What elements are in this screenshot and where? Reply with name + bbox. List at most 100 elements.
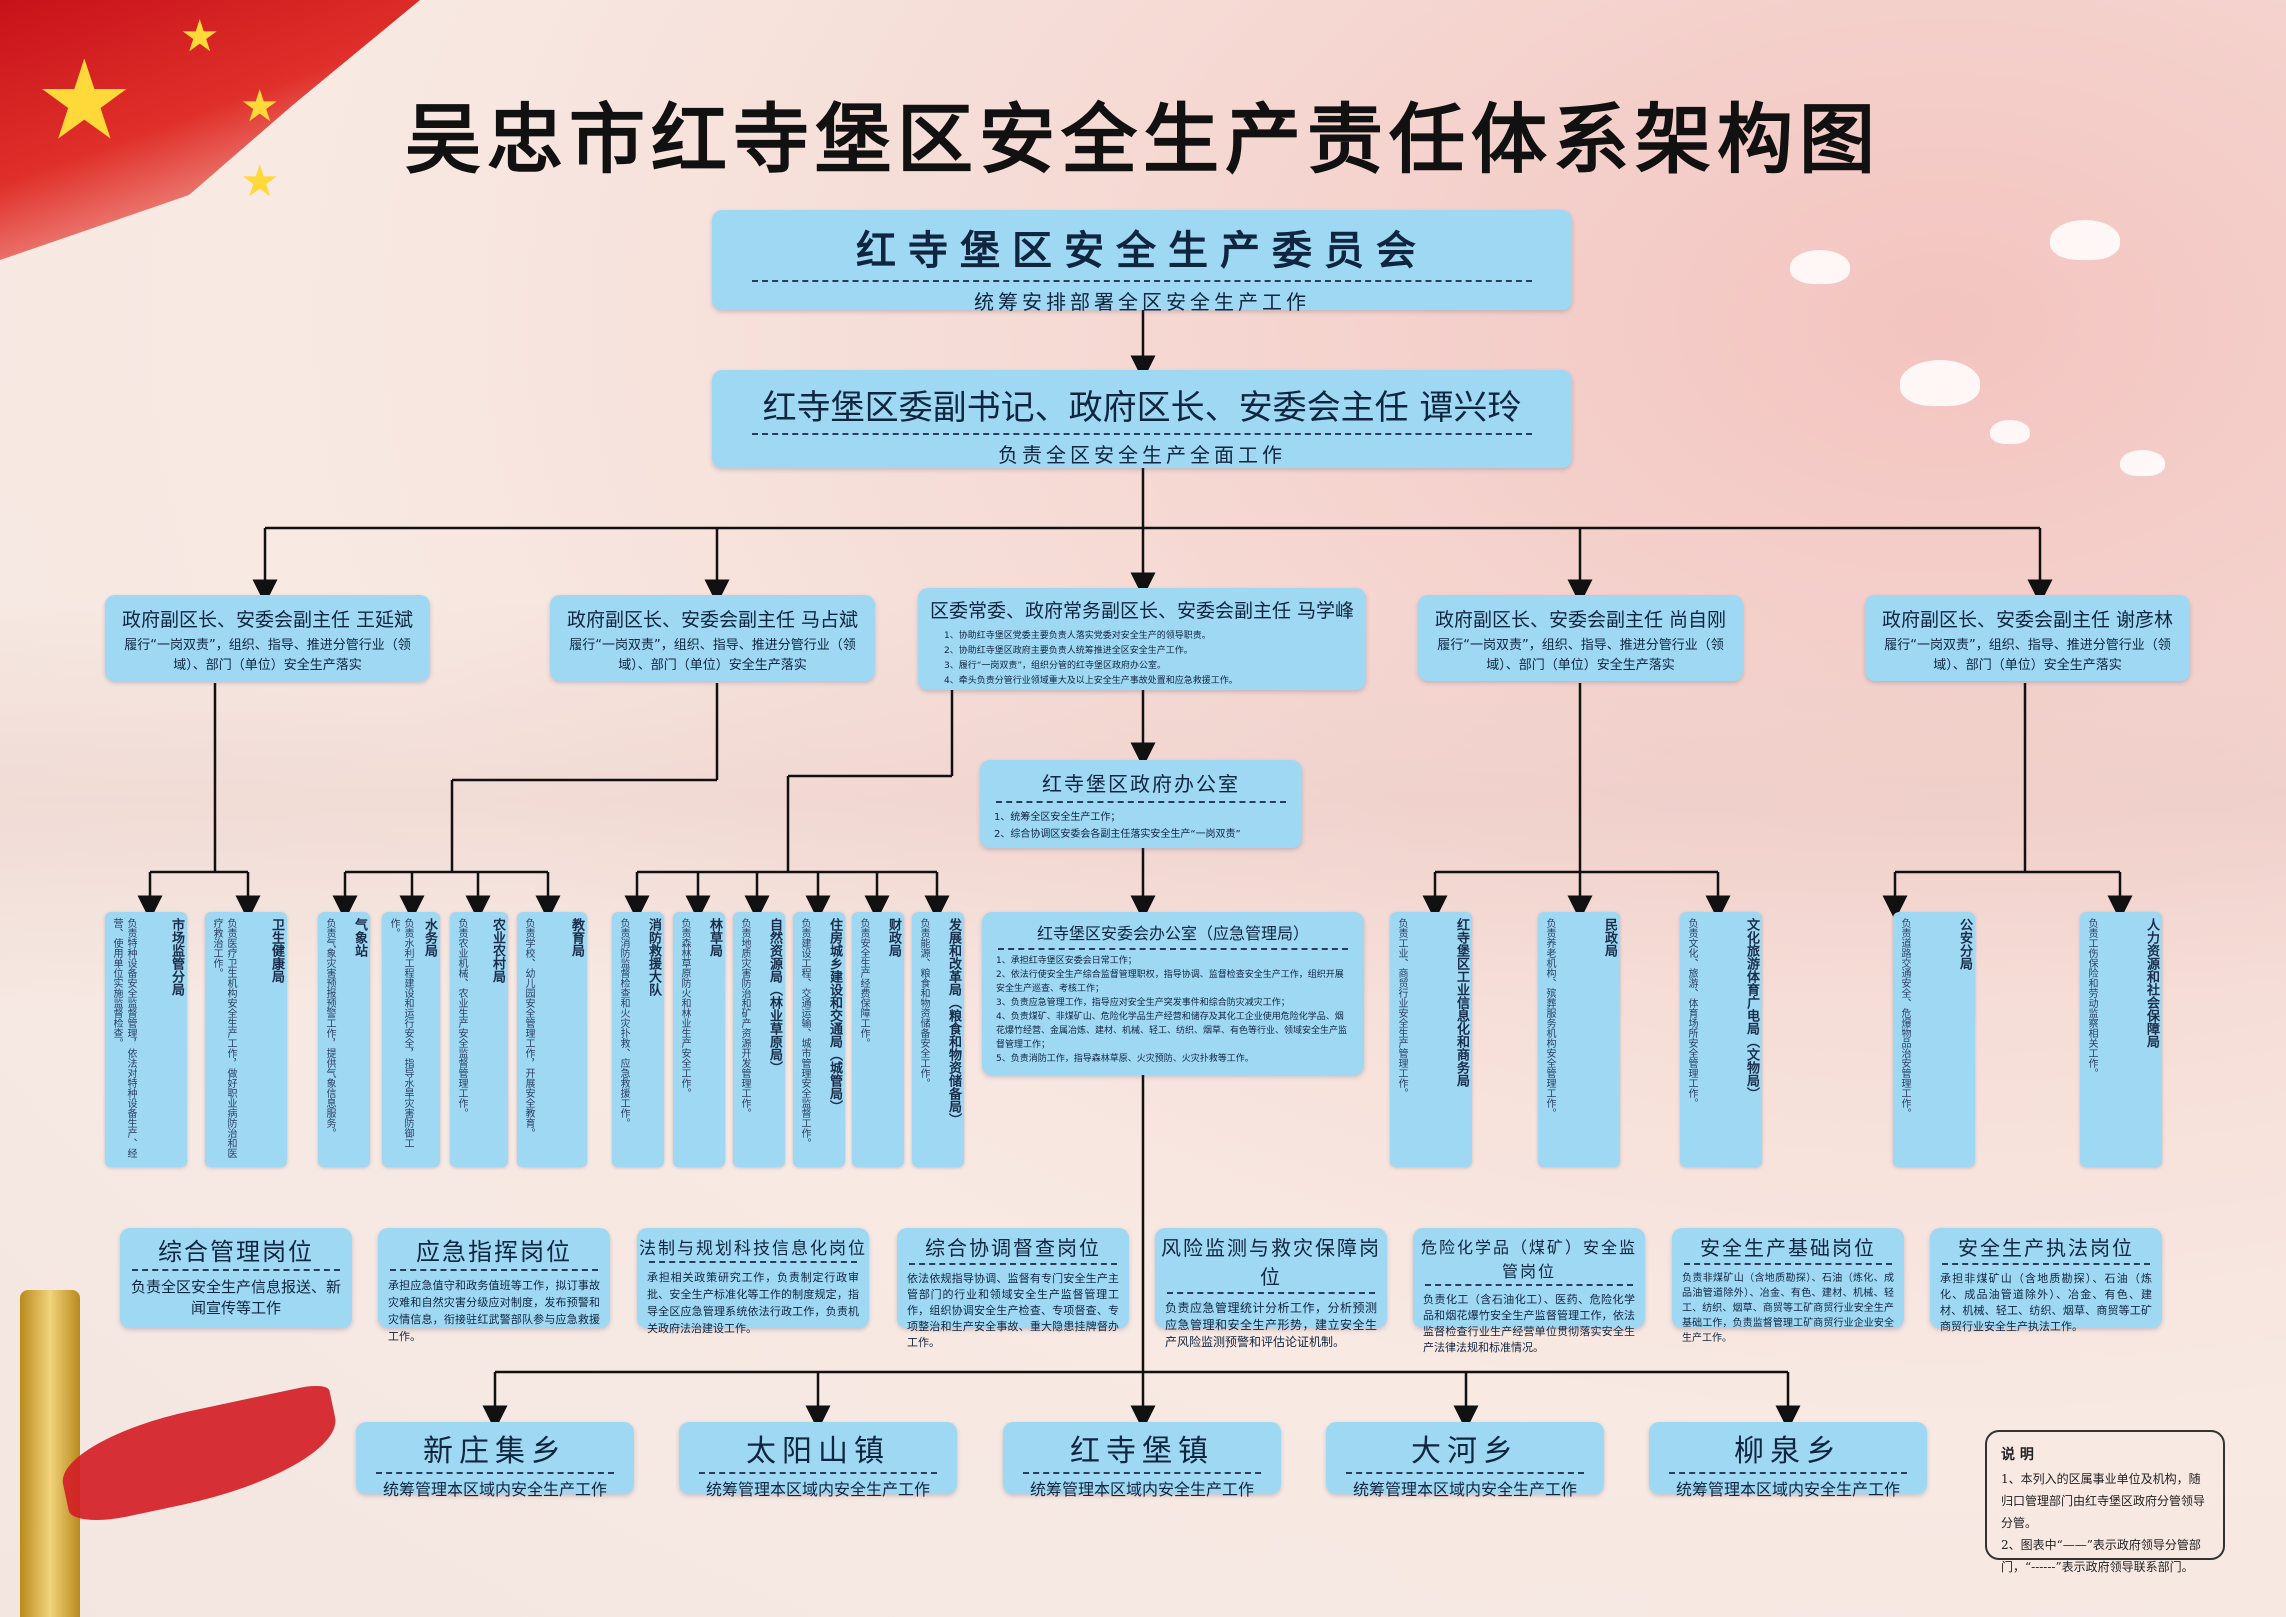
- department-name: 卫生健康局: [269, 918, 283, 1161]
- divider: [752, 280, 1532, 282]
- divider: [1346, 1472, 1584, 1474]
- divider: [390, 1269, 598, 1271]
- gov-office-item: 1、统筹全区安全生产工作；: [994, 809, 1288, 826]
- department-desc: 负责农业机械、农业生产安全监督管理工作。: [454, 918, 468, 1161]
- gov-office-title: 红寺堡区政府办公室: [980, 760, 1302, 797]
- divider: [1425, 1284, 1633, 1286]
- department-desc: 负责养老机构、殡葬服务机构安全管理工作。: [1542, 918, 1556, 1161]
- department-desc: 负责学校、幼儿园安全管理工作，开展安全教育。: [521, 918, 535, 1161]
- town-box: 柳泉乡 统筹管理本区域内安全生产工作: [1649, 1422, 1927, 1494]
- department-desc: 负责特种设备安全监督管理，依法对特种设备生产、经营、使用单位实施监督检查。: [109, 918, 137, 1161]
- divider: [699, 1472, 937, 1474]
- divider: [909, 1263, 1117, 1265]
- deputy-box-wang: 政府副区长、安委会副主任 王延斌 履行“一岗双责”，组织、指导、推进分管行业（领…: [105, 595, 430, 681]
- safety-office-item: 1、承担红寺堡区安委会日常工作；: [996, 954, 1350, 968]
- post-desc: 负责非煤矿山（含地质勘探）、石油（炼化、成品油管道除外）、冶金、有色、建材、机械…: [1672, 1267, 1904, 1350]
- department-desc: 负责消防监督检查和火灾扑救、应急救援工作。: [616, 918, 630, 1161]
- department-column: 水务局 负责水利工程建设和运行安全，指导水旱灾害防御工作。: [382, 912, 440, 1167]
- town-box: 红寺堡镇 统筹管理本区域内安全生产工作: [1003, 1422, 1281, 1494]
- department-desc: 负责工业、商贸行业安全生产管理工作。: [1394, 918, 1408, 1161]
- department-column: 林草局 负责森林草原防火和林业生产安全工作。: [673, 912, 725, 1167]
- deputy-items: 1、协助红寺堡区党委主要负责人落实党委对安全生产的领导职责。 2、协助红寺堡区政…: [918, 623, 1366, 689]
- deputy-item: 2、协助红寺堡区政府主要负责人统筹推进全区安全生产工作。: [944, 644, 1348, 659]
- safety-office-item: 2、依法行使安全生产综合监督管理职权，指导协调、监督检查安全生产工作，组织开展安…: [996, 968, 1350, 996]
- divider: [752, 433, 1532, 435]
- department-name: 水务局: [422, 918, 436, 1161]
- divider: [1167, 1292, 1375, 1294]
- divider: [996, 801, 1286, 803]
- post-desc: 承担应急值守和政务值班等工作，拟订事故灾难和自然灾害分级应对制度，发布预警和灾情…: [378, 1273, 610, 1349]
- town-desc: 统筹管理本区域内安全生产工作: [1326, 1476, 1604, 1500]
- department-desc: 负责安全生产经费保障工作。: [856, 918, 870, 1161]
- town-name: 柳泉乡: [1649, 1422, 1927, 1470]
- town-box: 太阳山镇 统筹管理本区域内安全生产工作: [679, 1422, 957, 1494]
- department-name: 气象站: [352, 918, 366, 1161]
- town-desc: 统筹管理本区域内安全生产工作: [679, 1476, 957, 1500]
- department-column: 财政局 负责安全生产经费保障工作。: [852, 912, 904, 1167]
- department-column: 卫生健康局 负责医疗卫生机构安全生产工作，做好职业病防治和医疗救治工作。: [205, 912, 287, 1167]
- post-box: 综合管理岗位 负责全区安全生产信息报送、新闻宣传等工作: [120, 1228, 352, 1328]
- post-box: 安全生产执法岗位 承担非煤矿山（含地质勘探）、石油（炼化、成品油管道除外）、冶金…: [1930, 1228, 2162, 1328]
- gov-office-items: 1、统筹全区安全生产工作； 2、综合协调区安委会各副主任落实安全生产“一岗双责”: [980, 807, 1302, 845]
- director-desc: 负责全区安全生产全面工作: [712, 439, 1572, 468]
- deputy-item: 4、牵头负责分管行业领域重大及以上安全生产事故处置和应急救援工作。: [944, 674, 1348, 689]
- post-box: 应急指挥岗位 承担应急值守和政务值班等工作，拟订事故灾难和自然灾害分级应对制度，…: [378, 1228, 610, 1328]
- deputy-desc: 履行“一岗双责”，组织、指导、推进分管行业（领域）、部门（单位）安全生产落实: [105, 632, 430, 680]
- department-column: 民政局 负责养老机构、殡葬服务机构安全管理工作。: [1538, 912, 1620, 1167]
- post-box: 安全生产基础岗位 负责非煤矿山（含地质勘探）、石油（炼化、成品油管道除外）、冶金…: [1672, 1228, 1904, 1328]
- post-title: 综合协调督查岗位: [897, 1228, 1129, 1261]
- post-desc: 承担非煤矿山（含地质勘探）、石油（炼化、成品油管道除外）、冶金、有色、建材、机械…: [1930, 1267, 2162, 1339]
- safety-office-item: 5、负责消防工作，指导森林草原、火灾预防、火灾扑救等工作。: [996, 1052, 1350, 1066]
- post-box: 风险监测与救灾保障岗位 负责应急管理统计分析工作，分析预测应急管理和安全生产形势…: [1155, 1228, 1387, 1328]
- post-box: 综合协调督查岗位 依法依规指导协调、监督有专门安全生产主管部门的行业和领域安全生…: [897, 1228, 1129, 1328]
- deputy-desc: 履行“一岗双责”，组织、指导、推进分管行业（领域）、部门（单位）安全生产落实: [1418, 632, 1743, 680]
- deputy-title: 政府副区长、安委会副主任 尚自刚: [1418, 595, 1743, 632]
- post-box: 法制与规划科技信息化岗位 承担相关政策研究工作，负责制定行政审批、安全生产标准化…: [637, 1228, 869, 1328]
- divider: [1942, 1263, 2150, 1265]
- town-name: 太阳山镇: [679, 1422, 957, 1470]
- deputy-title: 区委常委、政府常务副区长、安委会副主任 马学峰: [918, 588, 1366, 623]
- divider: [132, 1269, 340, 1271]
- department-column: 住房城乡建设和交通局（城管局） 负责建设工程、交通运输、城市管理安全监督工作。: [793, 912, 845, 1167]
- post-title: 风险监测与救灾保障岗位: [1155, 1228, 1387, 1290]
- post-desc: 负责全区安全生产信息报送、新闻宣传等工作: [120, 1273, 352, 1323]
- department-desc: 负责地质灾害防治和矿产资源开发管理工作。: [737, 918, 751, 1161]
- deputy-box-ma-xuefeng: 区委常委、政府常务副区长、安委会副主任 马学峰 1、协助红寺堡区党委主要负责人落…: [918, 588, 1366, 690]
- department-column: 气象站 负责气象灾害预报预警工作，提供气象信息服务。: [318, 912, 370, 1167]
- department-name: 农业农村局: [490, 918, 504, 1161]
- department-name: 发展和改革局（粮食和物资储备局）: [946, 918, 960, 1161]
- post-desc: 承担相关政策研究工作，负责制定行政审批、安全生产标准化等工作的制度规定，指导全区…: [637, 1265, 869, 1341]
- post-desc: 负责应急管理统计分析工作，分析预测应急管理和安全生产形势，建立安全生产风险监测预…: [1155, 1296, 1387, 1355]
- department-name: 住房城乡建设和交通局（城管局）: [827, 918, 841, 1161]
- department-desc: 负责水利工程建设和运行安全，指导水旱灾害防御工作。: [386, 918, 414, 1161]
- safety-office-box: 红寺堡区安委会办公室（应急管理局） 1、承担红寺堡区安委会日常工作； 2、依法行…: [982, 912, 1364, 1075]
- deputy-title: 政府副区长、安委会副主任 马占斌: [550, 595, 875, 632]
- committee-desc: 统筹安排部署全区安全生产工作: [712, 286, 1572, 315]
- deputy-desc: 履行“一岗双责”，组织、指导、推进分管行业（领域）、部门（单位）安全生产落实: [1865, 632, 2190, 680]
- department-desc: 负责医疗卫生机构安全生产工作，做好职业病防治和医疗救治工作。: [209, 918, 237, 1161]
- divider: [1023, 1472, 1261, 1474]
- department-desc: 负责文化、旅游、体育场所安全管理工作。: [1684, 918, 1698, 1161]
- town-box: 新庄集乡 统筹管理本区域内安全生产工作: [356, 1422, 634, 1494]
- department-column: 公安分局 负责道路交通安全、危爆物品治安管理工作。: [1893, 912, 1975, 1167]
- town-desc: 统筹管理本区域内安全生产工作: [356, 1476, 634, 1500]
- department-column: 自然资源局（林业草原局） 负责地质灾害防治和矿产资源开发管理工作。: [733, 912, 785, 1167]
- post-title: 法制与规划科技信息化岗位: [637, 1228, 869, 1259]
- department-desc: 负责能源、粮食和物资储备安全工作。: [916, 918, 930, 1161]
- post-title: 危险化学品（煤矿）安全监管岗位: [1413, 1228, 1645, 1282]
- department-name: 民政局: [1602, 918, 1616, 1161]
- director-title: 红寺堡区委副书记、政府区长、安委会主任 谭兴玲: [712, 370, 1572, 429]
- deputy-item: 3、履行“一岗双责”，组织分管的红寺堡区政府办公室。: [944, 659, 1348, 674]
- department-column: 市场监管分局 负责特种设备安全监督管理，依法对特种设备生产、经营、使用单位实施监…: [105, 912, 187, 1167]
- divider: [649, 1261, 857, 1263]
- post-desc: 依法依规指导协调、监督有专门安全生产主管部门的行业和领域安全生产监督管理工作，组…: [897, 1267, 1129, 1355]
- department-desc: 负责森林草原防火和林业生产安全工作。: [677, 918, 691, 1161]
- divider: [1669, 1472, 1907, 1474]
- deputy-title: 政府副区长、安委会副主任 谢彦林: [1865, 595, 2190, 632]
- department-column: 人力资源和社会保障局 负责工伤保险和劳动监察相关工作。: [2080, 912, 2162, 1167]
- department-desc: 负责道路交通安全、危爆物品治安管理工作。: [1897, 918, 1911, 1161]
- department-name: 市场监管分局: [169, 918, 183, 1161]
- safety-office-item: 4、负责煤矿、非煤矿山、危险化学品生产经营和储存及其化工企业使用危险化学品、烟花…: [996, 1010, 1350, 1052]
- divider: [376, 1472, 614, 1474]
- department-column: 消防救援大队 负责消防监督检查和火灾扑救、应急救援工作。: [612, 912, 664, 1167]
